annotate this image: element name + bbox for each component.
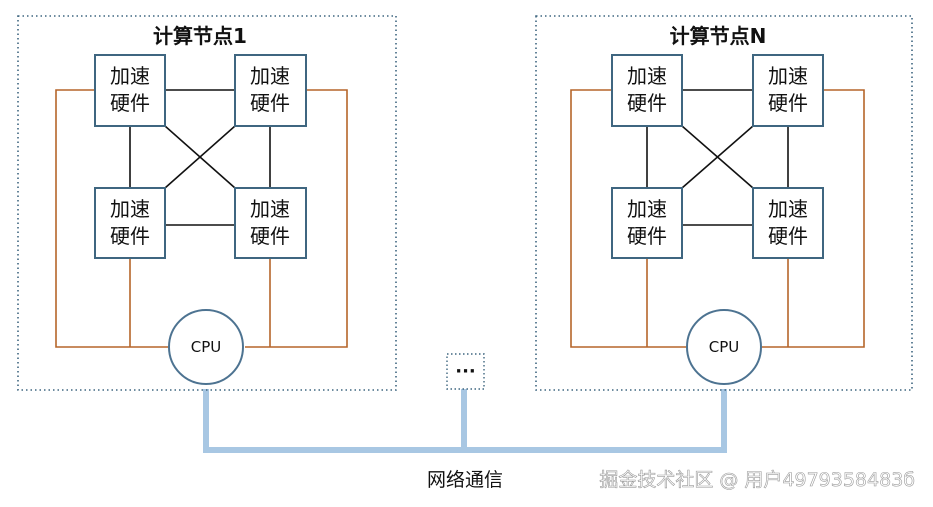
node-title: 计算节点1 [153, 24, 247, 48]
cpu-wiring [55, 89, 348, 348]
accelerator-box: 加速 硬件 [611, 54, 683, 127]
node-border [17, 15, 397, 391]
accelerator-label: 硬件 [110, 224, 150, 248]
cpu-wiring [570, 89, 865, 348]
node-border [535, 15, 913, 391]
accelerator-mesh [646, 89, 789, 226]
accelerator-mesh [129, 89, 271, 226]
accelerator-box: 加速 硬件 [611, 187, 683, 259]
accelerator-label: 加速 [768, 64, 808, 88]
accelerator-label: 加速 [768, 197, 808, 221]
accelerator-label: 硬件 [768, 224, 808, 248]
network-label: 网络通信 [427, 469, 503, 491]
accelerator-label: 硬件 [627, 224, 667, 248]
cpu-node: CPU [686, 309, 762, 385]
accelerator-box: 加速 硬件 [94, 54, 166, 127]
ellipsis-label: ··· [455, 361, 476, 382]
accelerator-box: 加速 硬件 [234, 54, 307, 127]
accelerator-label: 硬件 [768, 91, 808, 115]
network-bus [203, 389, 727, 453]
accelerator-label: 硬件 [110, 91, 150, 115]
accelerator-label: 加速 [627, 197, 667, 221]
accelerator-box: 加速 硬件 [234, 187, 307, 259]
accelerator-label: 加速 [250, 197, 290, 221]
accelerator-label: 加速 [250, 64, 290, 88]
node-title: 计算节点N [670, 24, 767, 48]
accelerator-label: 加速 [627, 64, 667, 88]
ellipsis-node: ··· [446, 353, 485, 390]
watermark: 掘金技术社区 @ 用户4979358483б [599, 469, 915, 491]
accelerator-label: 硬件 [627, 91, 667, 115]
accelerator-box: 加速 硬件 [752, 187, 824, 259]
accelerator-label: 硬件 [250, 224, 290, 248]
accelerator-box: 加速 硬件 [752, 54, 824, 127]
accelerator-box: 加速 硬件 [94, 187, 166, 259]
compute-node-1: 计算节点1 加速 硬件 加速 硬件 [17, 15, 397, 391]
cpu-node: CPU [168, 309, 244, 385]
accelerator-label: 硬件 [250, 91, 290, 115]
cpu-label: CPU [709, 338, 740, 356]
cpu-label: CPU [191, 338, 222, 356]
compute-node-n: 计算节点N 加速 硬件 加速 硬件 加速 硬件 [535, 15, 913, 391]
accelerator-label: 加速 [110, 197, 150, 221]
accelerator-label: 加速 [110, 64, 150, 88]
